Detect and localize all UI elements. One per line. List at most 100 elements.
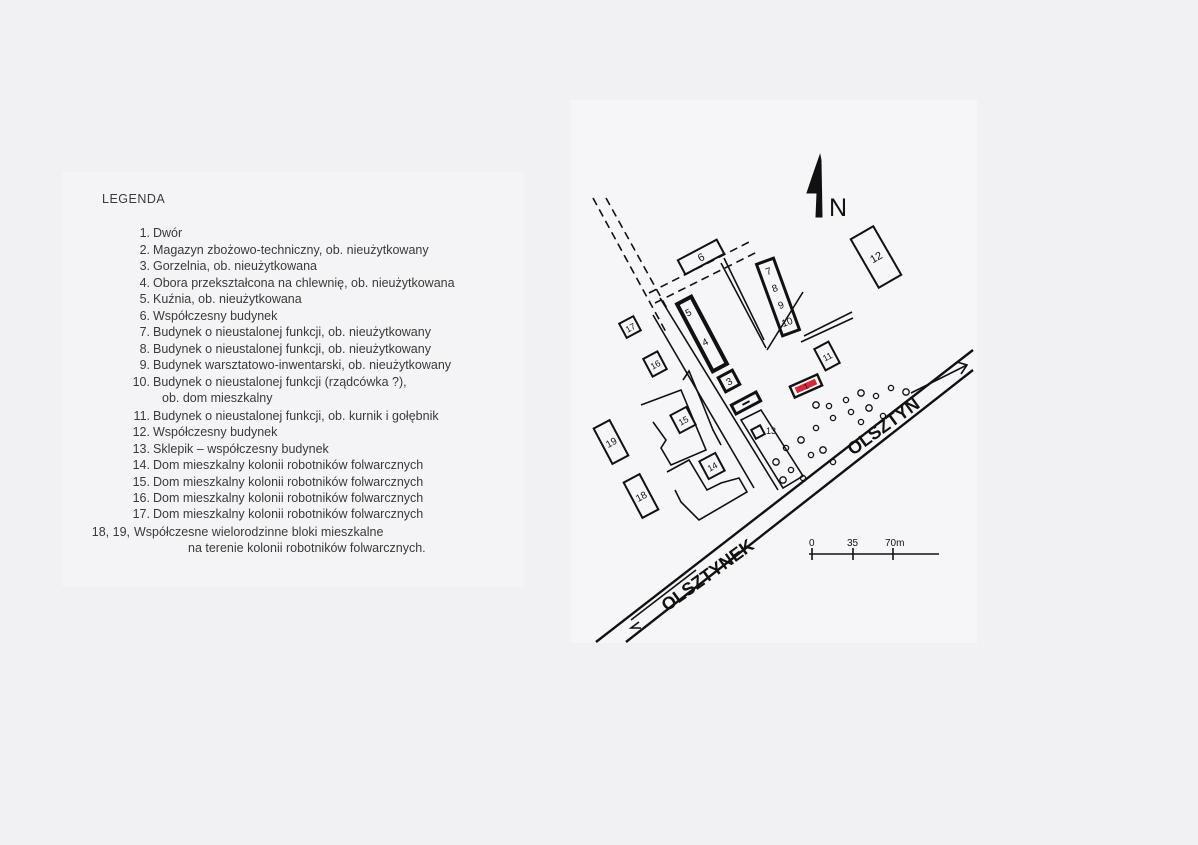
building-6: 6	[676, 238, 726, 276]
tree-symbol	[797, 436, 805, 444]
tree-symbol	[829, 414, 837, 422]
svg-text:9: 9	[777, 300, 786, 312]
legend-entry-number: 5.	[139, 292, 150, 306]
legend-title: LEGENDA	[102, 192, 166, 206]
legend-entry-text: Dom mieszkalny kolonii robotników folwar…	[153, 475, 424, 489]
svg-text:7: 7	[764, 266, 773, 278]
legend-entry: 15.Dom mieszkalny kolonii robotników fol…	[112, 474, 424, 490]
legend-entry-text: Sklepik – współczesny budynek	[153, 442, 329, 456]
legend-entry-text: Dom mieszkalny kolonii robotników folwar…	[153, 491, 424, 505]
legend-entry-number: 17.	[132, 507, 150, 521]
north-arrow: N	[806, 153, 847, 222]
svg-text:14: 14	[706, 460, 720, 474]
tree-symbol	[887, 384, 895, 392]
tree-symbol	[825, 402, 833, 410]
svg-text:17: 17	[624, 321, 638, 335]
legend-entry-number: 4.	[139, 276, 150, 290]
legend-entry: 2.Magazyn zbożowo-techniczny, ob. nieuży…	[112, 242, 429, 258]
legend-entry-text: Kuźnia, ob. nieużytkowana	[153, 292, 302, 306]
tree-symbol	[879, 412, 887, 420]
legend-entry-number: 18, 19,	[91, 525, 130, 539]
legend-entry-text: Budynek o nieustalonej funkcji (rządcówk…	[153, 375, 407, 389]
tree-symbol	[782, 444, 790, 452]
scale-tick-35: 35	[847, 538, 859, 549]
legend-entry-text: Dom mieszkalny kolonii robotników folwar…	[153, 458, 424, 472]
legend-entry: 8.Budynek o nieustalonej funkcji, ob. ni…	[112, 341, 431, 357]
manor-highlight	[794, 378, 818, 394]
tree-symbol	[779, 476, 787, 484]
legend-entry-number: 15.	[132, 475, 150, 489]
tree-symbol	[772, 458, 780, 466]
legend-entry-text: Dwór	[153, 226, 183, 240]
building-5	[729, 389, 763, 417]
tree-symbol	[812, 424, 820, 432]
svg-text:10: 10	[780, 316, 795, 330]
building-3: 3	[716, 368, 742, 394]
svg-text:18: 18	[634, 490, 649, 505]
legend-entry-text: Obora przekształcona na chlewnię, ob. ni…	[153, 276, 455, 290]
site-plan-drawing: N OLSZTYN OLSZTYNEK	[592, 153, 974, 643]
legend-entry-continuation: na terenie kolonii robotników folwarczny…	[188, 541, 426, 555]
svg-text:6: 6	[696, 251, 707, 264]
legend-entry: 18, 19,Współczesne wielorodzinne bloki m…	[74, 524, 426, 556]
scale-tick-0: 0	[809, 538, 815, 549]
legend-entry-continuation: ob. dom mieszkalny	[162, 391, 273, 405]
legend-entry-number: 11.	[133, 409, 150, 423]
tree-symbol	[872, 392, 880, 400]
legend-entry: 11.Budynek o nieustalonej funkcji, ob. k…	[112, 408, 439, 424]
legend-entry: 17.Dom mieszkalny kolonii robotników fol…	[112, 506, 424, 522]
legend-entry-number: 3.	[139, 259, 150, 273]
legend-entry-number: 2.	[139, 243, 150, 257]
legend-entry-number: 9.	[139, 358, 150, 372]
building-12: 12	[849, 224, 903, 290]
farm-lanes	[652, 257, 854, 491]
svg-text:16: 16	[649, 358, 663, 372]
building-19: 19	[592, 418, 630, 466]
legend-entry-number: 14.	[132, 458, 150, 472]
building-15: 15	[669, 405, 697, 435]
tree-symbol	[902, 388, 910, 396]
legend-entry-number: 10.	[132, 375, 150, 389]
legend-entry-text: Współczesny budynek	[153, 309, 278, 323]
building-14: 14	[698, 451, 726, 481]
svg-text:12: 12	[868, 250, 885, 267]
building-13-shop: 13	[739, 408, 805, 490]
tree-symbol	[829, 458, 837, 466]
road-east-label: OLSZTYN	[844, 394, 924, 460]
legend-entry-number: 1.	[139, 226, 150, 240]
main-road	[595, 349, 974, 643]
legend-entry-text: Budynek o nieustalonej funkcji, ob. nieu…	[153, 325, 431, 339]
svg-text:4: 4	[701, 336, 711, 349]
legend-entry-text: Dom mieszkalny kolonii robotników folwar…	[153, 507, 424, 521]
legend-entry-text: Budynek o nieustalonej funkcji, ob. nieu…	[153, 342, 431, 356]
legend-entry: 16.Dom mieszkalny kolonii robotników fol…	[112, 490, 424, 506]
legend-entry: 12.Współczesny budynek	[112, 424, 278, 440]
legend-entry: 7.Budynek o nieustalonej funkcji, ob. ni…	[112, 324, 431, 340]
building-18: 18	[622, 472, 660, 520]
scale-tick-70: 70m	[885, 538, 904, 549]
legend-entry: 10.Budynek o nieustalonej funkcji (rządc…	[112, 374, 407, 406]
tree-symbol	[842, 396, 850, 404]
tree-symbol	[812, 401, 820, 409]
legend-entry-number: 12.	[132, 425, 150, 439]
tree-symbol	[819, 446, 827, 454]
building-2: 5 4	[674, 293, 730, 375]
north-label: N	[829, 194, 847, 222]
legend-entry: 13.Sklepik – współczesny budynek	[112, 441, 329, 457]
tree-symbol	[787, 466, 795, 474]
dashed-lane	[592, 197, 758, 333]
building-17: 17	[617, 314, 643, 340]
tree-symbol	[857, 389, 865, 397]
legend-entry: 3.Gorzelnia, ob. nieużytkowana	[112, 258, 317, 274]
building-11: 11	[812, 340, 842, 372]
tree-symbol	[807, 451, 815, 459]
legend-entry: 1.Dwór	[112, 225, 183, 241]
legend-entry: 6.Współczesny budynek	[112, 308, 278, 324]
svg-text:3: 3	[725, 376, 735, 389]
tree-symbol	[799, 474, 807, 482]
legend-entry-number: 16.	[132, 491, 150, 505]
legend-entry-text: Budynek o nieustalonej funkcji, ob. kurn…	[153, 409, 439, 423]
legend-entry: 4.Obora przekształcona na chlewnię, ob. …	[112, 275, 455, 291]
legend-entry-text: Współczesny budynek	[153, 425, 278, 439]
